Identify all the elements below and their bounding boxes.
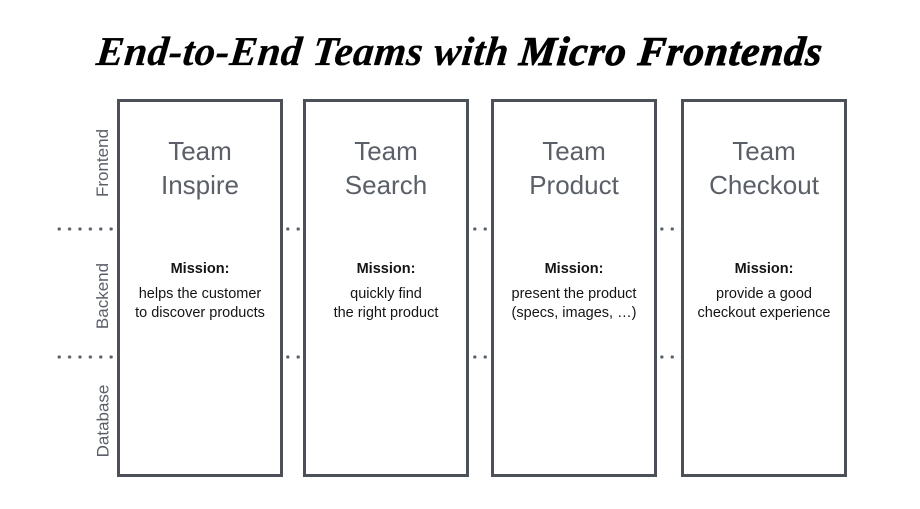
mission-line-2: the right product <box>333 305 439 321</box>
mission-heading: Mission: <box>544 261 604 277</box>
team-mission: Mission: present the product (specs, ima… <box>490 260 658 323</box>
page-title-emphasis: Micro Frontends <box>517 28 826 75</box>
team-card-search[interactable]: Team Search Mission: quickly find the ri… <box>303 99 469 477</box>
mission-line-1: helps the customer <box>138 286 262 302</box>
team-card-product[interactable]: Team Product Mission: present the produc… <box>491 99 657 477</box>
layer-label-frontend-text: Frontend <box>92 128 112 198</box>
team-mission: Mission: helps the customer to discover … <box>116 260 284 323</box>
team-name-line1: Team <box>732 136 796 166</box>
mission-line-1: present the product <box>511 286 637 302</box>
team-name: Team Search <box>306 134 466 202</box>
team-mission: Mission: quickly find the right product <box>302 260 470 323</box>
mission-line-1: quickly find <box>350 286 422 302</box>
team-name: Team Product <box>494 134 654 202</box>
layer-label-backend-text: Backend <box>92 262 112 330</box>
team-name-line1: Team <box>168 136 232 166</box>
mission-line-2: checkout experience <box>697 305 831 321</box>
team-name: Team Inspire <box>120 134 280 202</box>
mission-heading: Mission: <box>356 261 416 277</box>
team-card-checkout[interactable]: Team Checkout Mission: provide a good ch… <box>681 99 847 477</box>
team-name-line1: Team <box>542 136 606 166</box>
layer-label-database-text: Database <box>93 384 112 458</box>
mission-heading: Mission: <box>734 261 794 277</box>
page-title-normal: End-to-End Teams with <box>94 28 523 74</box>
team-name-line2: Checkout <box>709 170 819 200</box>
team-name-line2: Inspire <box>160 170 240 200</box>
team-card-inspire[interactable]: Team Inspire Mission: helps the customer… <box>117 99 283 477</box>
mission-line-1: provide a good <box>716 286 812 302</box>
team-name: Team Checkout <box>684 134 844 202</box>
mission-line-2: to discover products <box>135 305 265 321</box>
mission-line-2: (specs, images, …) <box>511 305 637 321</box>
team-name-line1: Team <box>354 136 418 166</box>
team-mission: Mission: provide a good checkout experie… <box>680 260 848 323</box>
team-name-line2: Search <box>344 170 428 200</box>
mission-heading: Mission: <box>170 261 230 277</box>
page-title: End-to-End Teams with Micro Frontends <box>0 28 920 75</box>
team-name-line2: Product <box>529 170 619 200</box>
